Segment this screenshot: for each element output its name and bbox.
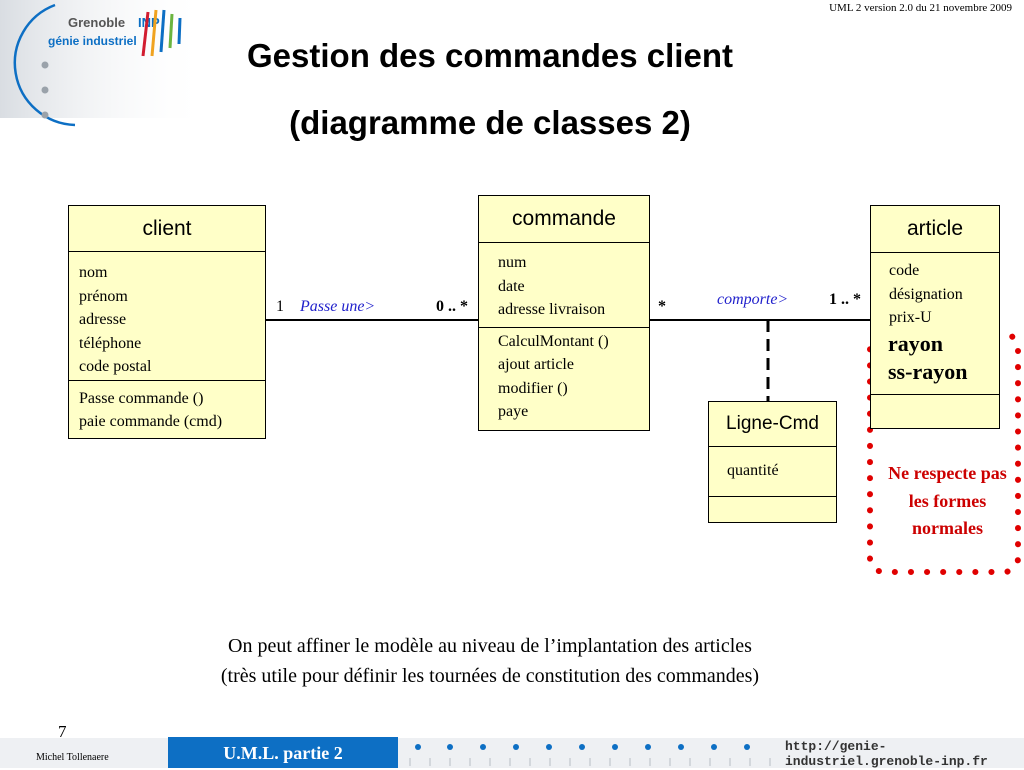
attribute-bold: rayon xyxy=(888,330,943,356)
class-client-attributes: nom prénom adresse téléphone code postal xyxy=(69,252,265,380)
attribute: adresse xyxy=(79,311,127,328)
footer-decoration xyxy=(0,738,1024,768)
logo-stripes-icon xyxy=(141,9,182,57)
logo: Grenoble INP génie industriel xyxy=(0,0,210,130)
class-ligne-cmd-name: Ligne-Cmd xyxy=(709,402,836,447)
operation: modifier () xyxy=(498,379,568,397)
class-commande-name: commande xyxy=(479,196,649,243)
attribute: code postal xyxy=(79,358,152,375)
slide-title-line2: (diagramme de classes 2) xyxy=(289,104,691,141)
role-passe-une: Passe une> xyxy=(300,298,376,315)
normal-forms-note: Ne respecte pas les formes normales xyxy=(888,463,1007,538)
multiplicity-commande-side: * xyxy=(658,298,666,315)
class-ligne-cmd-operations xyxy=(709,496,836,522)
class-commande-operations: CalculMontant () ajout article modifier … xyxy=(479,326,649,430)
class-article-operations xyxy=(871,393,999,428)
page-number: 7 xyxy=(58,722,67,741)
class-client-operations: Passe commande () paie commande (cmd) xyxy=(69,379,265,438)
logo-text-gi: génie industriel xyxy=(48,34,137,48)
website-url: http://genie-industriel.grenoble-inp.fr xyxy=(785,739,988,769)
attribute: code xyxy=(889,262,920,279)
attribute: prix-U xyxy=(889,309,932,326)
attribute: adresse livraison xyxy=(498,301,606,318)
class-client: client nom prénom adresse téléphone code… xyxy=(68,205,266,439)
attribute: num xyxy=(498,254,527,271)
operation: Passe commande () xyxy=(79,389,204,407)
class-article-name: article xyxy=(871,206,999,253)
attribute: date xyxy=(498,277,525,295)
operation: ajout article xyxy=(498,356,574,373)
attribute: quantité xyxy=(727,462,779,479)
attribute: prénom xyxy=(79,287,128,305)
class-article-attributes: code désignation prix-U rayon ss-rayon xyxy=(871,253,999,394)
operation: paye xyxy=(498,403,529,420)
multiplicity-article: 1 .. * xyxy=(829,291,861,308)
slide-title: Gestion des commandes client (diagramme … xyxy=(160,34,820,168)
footer-dots-icon xyxy=(415,744,750,750)
attribute: désignation xyxy=(889,285,963,303)
note-dotted-border xyxy=(867,331,1021,575)
operation: CalculMontant () xyxy=(498,332,609,350)
role-comporte: comporte> xyxy=(717,291,789,308)
caption-line2: (très utile pour définir les tournées de… xyxy=(220,665,760,687)
class-ligne-cmd: Ligne-Cmd quantité xyxy=(708,401,837,523)
logo-graphic: Grenoble INP génie industriel xyxy=(0,0,210,127)
slide-title-line1: Gestion des commandes client xyxy=(247,37,733,74)
slide-caption: On peut affiner le modèle au niveau de l… xyxy=(100,631,880,691)
operation: paie commande (cmd) xyxy=(79,413,223,430)
version-note: UML 2 version 2.0 du 21 novembre 2009 xyxy=(829,2,1012,14)
class-ligne-cmd-attributes: quantité xyxy=(709,447,836,496)
attribute-bold: ss-rayon xyxy=(888,358,968,384)
class-article: article code désignation prix-U rayon ss… xyxy=(870,205,1000,429)
multiplicity-client: 1 xyxy=(276,298,284,315)
class-commande-attributes: num date adresse livraison xyxy=(479,243,649,327)
author-name: Michel Tollenaere xyxy=(36,752,109,763)
class-commande: commande num date adresse livraison Calc… xyxy=(478,195,650,431)
course-badge: U.M.L. partie 2 xyxy=(168,737,398,768)
logo-text-grenoble: Grenoble xyxy=(68,15,125,30)
caption-line1: On peut affiner le modèle au niveau de l… xyxy=(228,635,752,657)
class-client-name: client xyxy=(69,206,265,252)
attribute: téléphone xyxy=(79,334,142,352)
multiplicity-commande: 0 .. * xyxy=(436,298,468,315)
attribute: nom xyxy=(79,264,108,281)
